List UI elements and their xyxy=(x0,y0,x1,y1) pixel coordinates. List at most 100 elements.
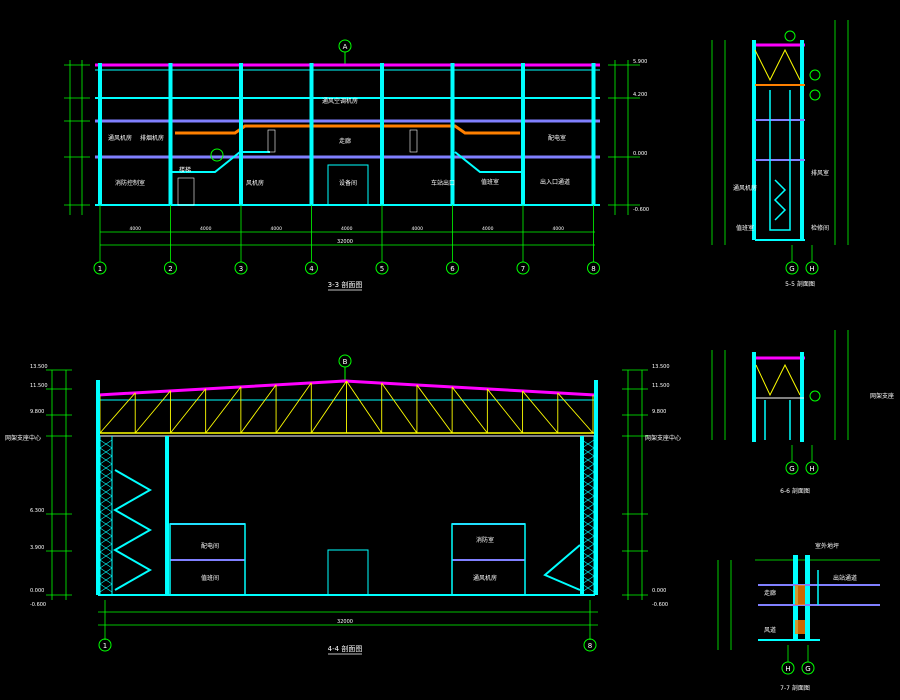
room-label: 走廊 xyxy=(764,589,776,597)
dim-span: 4000 xyxy=(482,226,494,232)
elev-label: 13.500 xyxy=(652,364,670,370)
section-5-5: 通风机房 排风室 值班室 检修间 G H 5-5 剖面图 xyxy=(711,20,849,288)
grid-label: G xyxy=(805,665,810,673)
elev-label: -0.600 xyxy=(30,602,46,608)
elev-label: 11.500 xyxy=(652,383,670,389)
side-note: 网架支座中心 xyxy=(645,434,681,442)
elev-label: 11.500 xyxy=(30,383,48,389)
grid-label: 6 xyxy=(450,265,455,273)
roof-line xyxy=(97,379,596,397)
elev-label: 9.800 xyxy=(30,409,44,415)
column xyxy=(98,63,102,205)
grid-label: 8 xyxy=(588,642,592,650)
grid-bubble xyxy=(805,461,819,475)
grid-label-top: A xyxy=(343,43,348,51)
section-title: 6-6 剖面图 xyxy=(780,487,810,495)
room-label: 楼梯 xyxy=(179,166,191,174)
elev-label: -0.600 xyxy=(652,602,668,608)
grid-bubble xyxy=(781,661,795,675)
grid-label: 7 xyxy=(521,265,525,273)
room-box xyxy=(451,523,526,596)
column xyxy=(239,63,243,205)
room-label: 通风机房 xyxy=(108,134,132,142)
note: 室外地坪 xyxy=(815,542,839,550)
elev-label: 5.900 xyxy=(633,59,647,65)
grid-bubble xyxy=(234,261,248,275)
grid-bubble xyxy=(785,261,799,275)
elev-label: 6.300 xyxy=(30,508,44,514)
room-label: 通风机房 xyxy=(473,574,497,582)
section-title: 3-3 剖面图 xyxy=(328,280,363,289)
elev-label: 9.800 xyxy=(652,409,666,415)
grid-bubble xyxy=(98,638,112,652)
elev-label: 3.900 xyxy=(30,545,44,551)
room-label: 出站通道 xyxy=(833,574,857,582)
grid-bubble xyxy=(583,638,597,652)
grid-bubble-top xyxy=(338,354,352,368)
grid-label: 4 xyxy=(309,265,314,273)
section-6-6: 网架支座 G H 6-6 剖面图 xyxy=(711,330,894,495)
room-label: 消防控制室 xyxy=(115,179,145,187)
section-title: 4-4 剖面图 xyxy=(328,644,363,653)
section-7-7: 室外地坪 走廊 风道 出站通道 H G 7-7 剖面图 xyxy=(717,542,880,692)
dim-span: 4000 xyxy=(341,226,353,232)
grid-label: 1 xyxy=(103,642,107,650)
stair-left xyxy=(170,151,270,173)
room-label: 通风机房 xyxy=(733,184,757,192)
grid-bubble xyxy=(164,261,177,275)
side-note: 网架支座中心 xyxy=(5,434,41,442)
dim-overall: 32000 xyxy=(337,619,353,625)
section-title: 5-5 剖面图 xyxy=(785,280,815,288)
dim-overall: 32000 xyxy=(337,239,353,245)
grid-bubble-top xyxy=(338,39,352,53)
grid-label-top: B xyxy=(343,358,348,366)
grid-label: 5 xyxy=(380,265,384,273)
grid-label: 2 xyxy=(168,265,172,273)
stair-right xyxy=(543,544,581,591)
stair-left xyxy=(112,469,153,591)
beam-section xyxy=(795,620,805,634)
room-label: 配电室 xyxy=(548,134,566,142)
beam-section xyxy=(795,585,805,605)
grid-label: H xyxy=(809,465,814,473)
room-label: 风机房 xyxy=(246,179,264,187)
column xyxy=(521,63,525,205)
door xyxy=(327,549,369,596)
room-label: 值班间 xyxy=(201,574,219,582)
dim-span: 4000 xyxy=(412,226,424,232)
room-box xyxy=(169,523,246,596)
note: 网架支座 xyxy=(870,392,894,400)
grid-bubble xyxy=(801,661,815,675)
elev-label: 0.000 xyxy=(30,588,44,594)
room-label: 值班室 xyxy=(481,178,499,186)
door xyxy=(327,164,369,206)
room-label: 值班室 xyxy=(736,224,754,232)
room-label: 车站出口 xyxy=(431,179,455,187)
grid-bubble xyxy=(516,261,530,275)
room-label: 排风室 xyxy=(811,169,829,177)
grid-label: G xyxy=(789,465,794,473)
room-label: 配电间 xyxy=(201,542,219,550)
grid-label: 8 xyxy=(591,265,595,273)
elev-label: 4.200 xyxy=(633,92,647,98)
column xyxy=(591,63,596,205)
section-4-4: B 配电间 值班间 消防室 通风机房 13.500 xyxy=(5,354,681,655)
elev-label: -0.600 xyxy=(633,207,649,213)
grid-label: H xyxy=(809,265,814,273)
elev-label: 0.000 xyxy=(652,588,666,594)
room-label: 走廊 xyxy=(339,137,351,145)
column-group xyxy=(98,63,596,205)
column xyxy=(96,380,100,595)
column xyxy=(168,63,173,205)
room-label: 通风空调机房 xyxy=(322,97,358,105)
room-label: 消防室 xyxy=(476,536,494,544)
stair-lattice xyxy=(99,436,595,595)
column xyxy=(380,63,384,205)
section-title: 7-7 剖面图 xyxy=(780,684,810,692)
grid-label: H xyxy=(785,665,790,673)
elev-label: 0.000 xyxy=(633,151,647,157)
grid-bubble xyxy=(93,261,107,275)
room-label: 风道 xyxy=(764,626,776,634)
